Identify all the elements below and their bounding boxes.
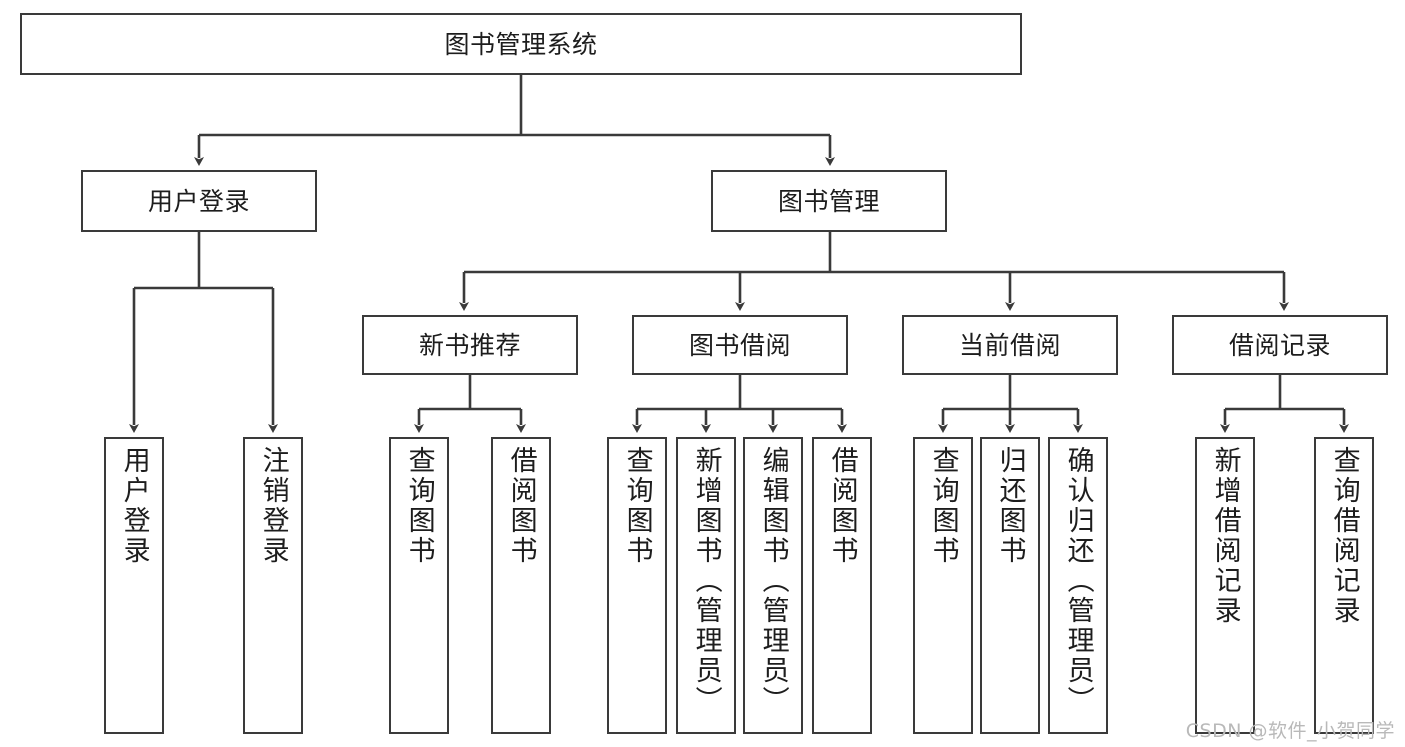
node-new-book-recommend[interactable]: 新书推荐	[362, 315, 578, 375]
node-label: 借阅图书	[826, 446, 858, 566]
node-label: 确认归还（管理员）	[1062, 446, 1094, 716]
node-label: 图书管理系统	[444, 29, 598, 59]
leaf-logout-login[interactable]: 注销登录	[243, 437, 303, 734]
leaf-borrow-book[interactable]: 借阅图书	[812, 437, 872, 734]
node-label: 新增图书（管理员）	[690, 446, 722, 716]
leaf-user-login[interactable]: 用户登录	[104, 437, 164, 734]
node-label: 当前借阅	[958, 330, 1061, 360]
leaf-add-book-admin[interactable]: 新增图书（管理员）	[676, 437, 736, 734]
node-label: 归还图书	[994, 446, 1026, 566]
node-label: 编辑图书（管理员）	[757, 446, 789, 716]
node-current-borrow[interactable]: 当前借阅	[902, 315, 1118, 375]
leaf-return-book[interactable]: 归还图书	[980, 437, 1040, 734]
node-label: 借阅图书	[505, 446, 537, 566]
node-book-borrow[interactable]: 图书借阅	[632, 315, 848, 375]
node-label: 新增借阅记录	[1209, 446, 1241, 626]
node-label: 查询图书	[927, 446, 959, 566]
leaf-edit-book-admin[interactable]: 编辑图书（管理员）	[743, 437, 803, 734]
node-label: 注销登录	[257, 446, 289, 566]
node-label: 查询借阅记录	[1328, 446, 1360, 626]
node-label: 新书推荐	[418, 330, 521, 360]
leaf-query-book-borrow[interactable]: 查询图书	[607, 437, 667, 734]
leaf-query-book-new-recommend[interactable]: 查询图书	[389, 437, 449, 734]
node-label: 查询图书	[621, 446, 653, 566]
node-label: 图书借阅	[688, 330, 791, 360]
node-root-book-management-system[interactable]: 图书管理系统	[20, 13, 1022, 75]
node-user-login[interactable]: 用户登录	[81, 170, 317, 232]
node-label: 借阅记录	[1228, 330, 1331, 360]
node-label: 用户登录	[118, 446, 150, 566]
node-label: 图书管理	[777, 186, 880, 216]
node-book-management[interactable]: 图书管理	[711, 170, 947, 232]
leaf-query-book-current[interactable]: 查询图书	[913, 437, 973, 734]
node-label: 用户登录	[147, 186, 250, 216]
node-borrow-record[interactable]: 借阅记录	[1172, 315, 1388, 375]
leaf-confirm-return-admin[interactable]: 确认归还（管理员）	[1048, 437, 1108, 734]
leaf-add-borrow-record[interactable]: 新增借阅记录	[1195, 437, 1255, 734]
csdn-watermark: CSDN @软件_小贺同学	[1185, 720, 1395, 742]
leaf-borrow-book-new-recommend[interactable]: 借阅图书	[491, 437, 551, 734]
node-label: 查询图书	[403, 446, 435, 566]
leaf-query-borrow-record[interactable]: 查询借阅记录	[1314, 437, 1374, 734]
